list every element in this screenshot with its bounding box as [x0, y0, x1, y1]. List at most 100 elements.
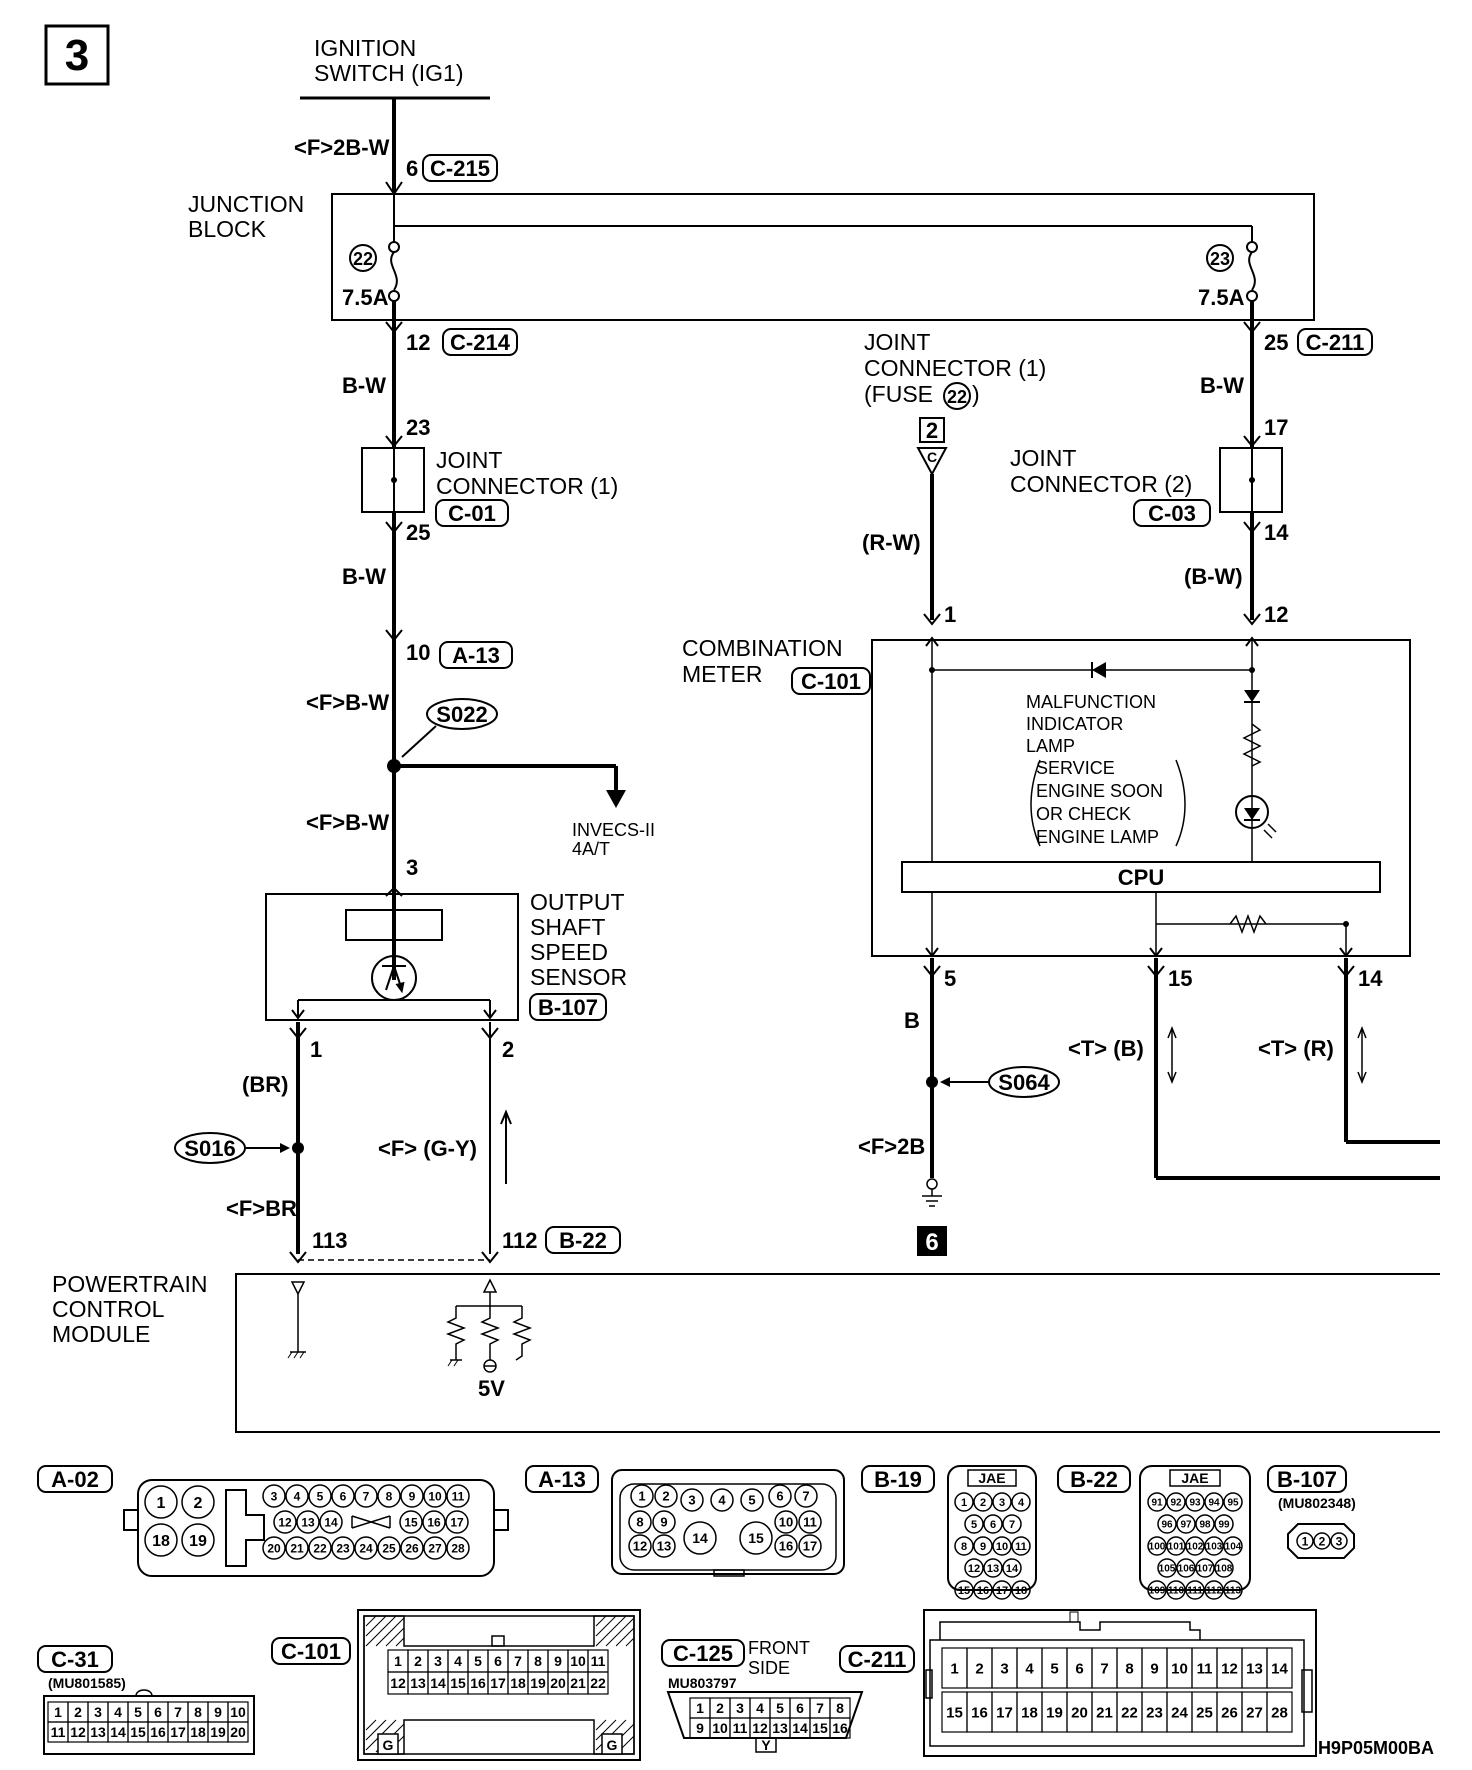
- a02-pin-20-label: 20: [267, 1541, 281, 1555]
- pin-meter-out3: 14: [1358, 966, 1383, 991]
- pin-jb-left-out: 12: [406, 330, 430, 355]
- wire-label-b: B: [904, 1008, 920, 1033]
- a13-pin-13-cavity: [652, 1534, 676, 1558]
- a13-pin-15-cavity: [739, 1521, 773, 1555]
- a13-pin-8-cavity: [628, 1510, 652, 1534]
- b22-pin-109-label: 109: [1149, 1586, 1166, 1597]
- b22-pin-99-cavity: [1214, 1514, 1234, 1534]
- conn-tag-c03: C-03: [1148, 501, 1196, 526]
- sensor-box: [265, 893, 519, 1021]
- jcf-label-3a: (FUSE: [864, 381, 933, 407]
- c211-pin-22-label: 22: [1121, 1704, 1138, 1721]
- a02-pin-24-label: 24: [359, 1541, 373, 1555]
- wire-label-fbr: <F>BR: [226, 1196, 297, 1221]
- b22-pin-106-label: 106: [1178, 1564, 1195, 1575]
- arrow-up-icon: [1357, 1025, 1367, 1039]
- a02-pin-22-cavity: [308, 1536, 332, 1560]
- bracket-right: [1175, 759, 1186, 847]
- a02-pin-3-label: 3: [271, 1489, 278, 1503]
- sensor-label-3: SPEED: [530, 939, 608, 965]
- b19-pin-17-label: 17: [996, 1585, 1008, 1597]
- b22-pin-104-cavity: [1223, 1536, 1243, 1556]
- conn-tag-a13: A-13: [452, 643, 500, 668]
- b19-pin-4-cavity: [1011, 1492, 1031, 1512]
- a02-pin-22-label: 22: [313, 1541, 327, 1555]
- conn-tag-c31-box: [37, 1645, 113, 1673]
- b22-pin-98-cavity: [1195, 1514, 1215, 1534]
- connector-mark: [385, 435, 403, 448]
- c101-pin-2-label: 2: [414, 1653, 422, 1669]
- a02-pin-21-label: 21: [290, 1541, 304, 1555]
- conn-tag-c215-box: [422, 154, 498, 182]
- pin-meter-out2: 15: [1168, 966, 1192, 991]
- c101-pin-11-label: 11: [591, 1653, 606, 1669]
- b19-pin-16-label: 16: [977, 1585, 989, 1597]
- jc2-label-2: CONNECTOR (2): [1010, 471, 1192, 497]
- connector-mark: [483, 1009, 497, 1020]
- b22-pin-95-label: 95: [1227, 1498, 1239, 1509]
- wire-label-gy: <F> (G-Y): [378, 1136, 477, 1161]
- fuse-22-circle: [349, 244, 377, 272]
- conn-tag-c03-box: [1133, 499, 1211, 527]
- conn-tag-b22: B-22: [559, 1228, 607, 1253]
- c101-pin-16-label: 16: [470, 1675, 486, 1691]
- wire-label-left3: <F>B-W: [306, 690, 389, 715]
- connector-c31-face: [43, 1689, 255, 1755]
- splice-s064: S064: [998, 1070, 1050, 1095]
- b22-pin-101-label: 101: [1168, 1542, 1185, 1553]
- b22-pin-93-label: 93: [1189, 1498, 1201, 1509]
- conn-tag-c01-box: [435, 499, 509, 527]
- c31-pin-20-cell: [227, 1721, 249, 1743]
- a02-pin-7-cavity: [354, 1484, 378, 1508]
- a02-pin-26-cavity: [400, 1536, 424, 1560]
- connector-mark: [385, 629, 403, 642]
- a13-pin-7-cavity: [794, 1484, 818, 1508]
- a13-pin-6-label: 6: [776, 1489, 783, 1504]
- bracket-left: [1030, 759, 1041, 847]
- a02-pin-27-cavity: [423, 1536, 447, 1560]
- b22-pin-103-label: 103: [1206, 1542, 1223, 1553]
- c125-side-2: SIDE: [748, 1658, 790, 1678]
- jcf-ref-box: [919, 417, 945, 443]
- c211-pin-6-label: 6: [1075, 1660, 1083, 1677]
- connector-mark: [1337, 965, 1355, 978]
- a13-pin-5-label: 5: [748, 1493, 755, 1508]
- a13-pin-3-cavity: [680, 1488, 704, 1512]
- wire-label-tr: <T> (R): [1258, 1036, 1334, 1061]
- meter-label-1: COMBINATION: [682, 635, 843, 661]
- pin-jc2-out: 14: [1264, 520, 1289, 545]
- a02-pin-14-cavity: [319, 1510, 343, 1534]
- pin-sensor-in: 3: [406, 855, 418, 880]
- arrow-left-icon: [940, 1077, 950, 1087]
- c125-pin-14-label: 14: [792, 1720, 808, 1736]
- b19-pin-2-label: 2: [980, 1497, 986, 1509]
- a02-pin-15-cavity: [399, 1510, 423, 1534]
- c125-pin-13-label: 13: [772, 1720, 788, 1736]
- connector-b22-face: [1139, 1465, 1251, 1591]
- conn-tag-b22-face-box: [1057, 1465, 1131, 1493]
- conn-tag-c125-box: [661, 1639, 745, 1667]
- b22-pin-107-label: 107: [1197, 1564, 1214, 1575]
- jcf-label-2: CONNECTOR (1): [864, 355, 1046, 381]
- splice-s064-oval: [988, 1066, 1060, 1098]
- pcm-label-3: MODULE: [52, 1321, 150, 1347]
- conn-tag-c101-face-box: [271, 1637, 351, 1665]
- a13-pin-7-label: 7: [802, 1489, 809, 1504]
- b22-pin-105-label: 105: [1159, 1564, 1176, 1575]
- a13-pin-6-cavity: [768, 1484, 792, 1508]
- b19-pin-11-cavity: [1011, 1536, 1031, 1556]
- b22-pin-98-label: 98: [1199, 1520, 1211, 1531]
- ground-ref: 6: [925, 1229, 938, 1256]
- c211-pin-4-label: 4: [1025, 1660, 1034, 1677]
- c31-pin-13-label: 13: [90, 1724, 106, 1740]
- resistor-icon: [445, 1306, 533, 1361]
- b22-pin-101-cavity: [1166, 1536, 1186, 1556]
- c101-pin-20-label: 20: [550, 1675, 566, 1691]
- b19-pin-11-label: 11: [1015, 1541, 1027, 1553]
- mil-label-1: MALFUNCTION: [1026, 692, 1156, 712]
- pin-jc1-out: 25: [406, 520, 430, 545]
- c125-pin-4-label: 4: [756, 1700, 764, 1716]
- a13-pin-1-label: 1: [638, 1489, 645, 1504]
- a02-pin-23-cavity: [331, 1536, 355, 1560]
